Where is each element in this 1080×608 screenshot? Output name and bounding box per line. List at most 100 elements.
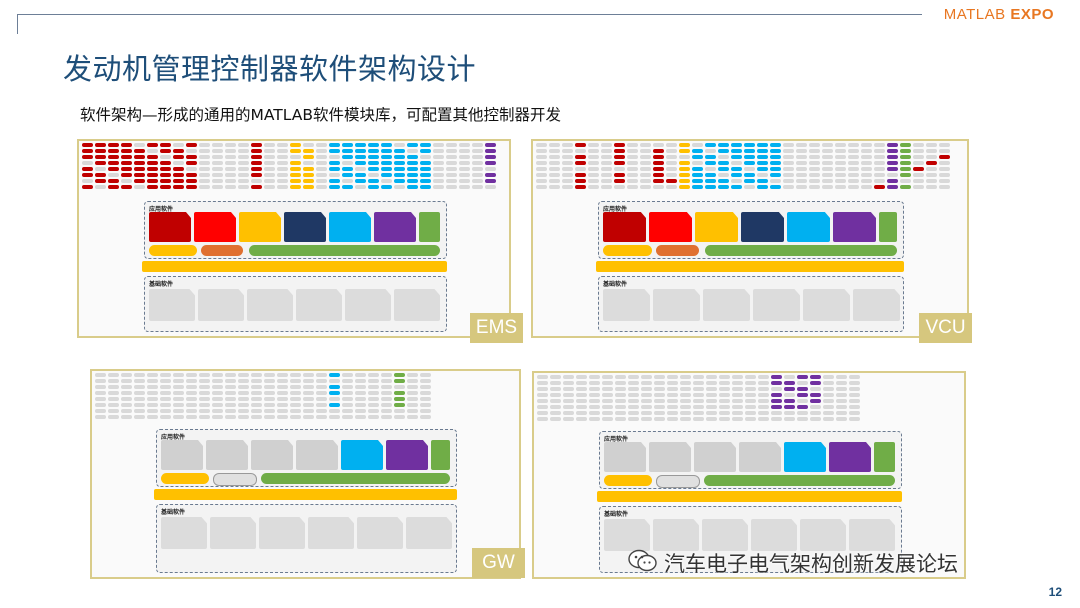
grid-pill xyxy=(718,143,729,147)
grid-pill xyxy=(771,381,782,385)
grid-pill xyxy=(874,173,885,177)
grid-pill xyxy=(732,399,743,403)
grid-pill xyxy=(536,185,547,189)
grid-pill xyxy=(173,143,184,147)
grid-pill xyxy=(705,161,716,165)
grid-pill xyxy=(238,385,249,389)
grid-pill xyxy=(290,167,301,171)
grid-pill xyxy=(420,149,431,153)
grid-pill xyxy=(316,379,327,383)
architecture-panel-4: 应用软件基础软件 xyxy=(532,371,966,579)
grid-pill xyxy=(615,381,626,385)
grid-pill xyxy=(653,155,664,159)
grid-pill xyxy=(537,405,548,409)
grid-pill xyxy=(394,179,405,183)
grid-pill xyxy=(303,143,314,147)
grid-pill xyxy=(900,143,911,147)
grid-pill xyxy=(329,403,340,407)
grid-pill xyxy=(420,415,431,419)
grid-pill xyxy=(303,415,314,419)
grid-pill xyxy=(835,149,846,153)
grid-pill xyxy=(900,161,911,165)
grid-pill xyxy=(381,373,392,377)
grid-pill xyxy=(303,173,314,177)
grid-pill xyxy=(679,167,690,171)
grid-pill xyxy=(887,161,898,165)
grid-pill xyxy=(186,185,197,189)
grid-pill xyxy=(693,375,704,379)
grid-pill xyxy=(121,409,132,413)
grid-pill xyxy=(160,397,171,401)
grid-pill xyxy=(640,161,651,165)
grid-pill xyxy=(368,397,379,401)
grid-pill xyxy=(303,185,314,189)
grid-pill xyxy=(459,161,470,165)
grid-pill xyxy=(926,143,937,147)
grid-pill xyxy=(693,417,704,421)
grid-pill xyxy=(199,143,210,147)
grid-pill xyxy=(342,379,353,383)
grid-pill xyxy=(653,143,664,147)
grid-pill xyxy=(290,143,301,147)
grid-pill xyxy=(640,149,651,153)
grid-pill xyxy=(628,411,639,415)
app-module-green xyxy=(419,212,440,242)
grid-pill xyxy=(446,167,457,171)
grid-pill xyxy=(628,375,639,379)
grid-pill xyxy=(718,179,729,183)
grid-pill xyxy=(329,373,340,377)
grid-pill xyxy=(407,185,418,189)
grid-pill xyxy=(680,399,691,403)
grid-pill xyxy=(329,161,340,165)
rte-bar xyxy=(597,491,902,502)
grid-pill xyxy=(251,385,262,389)
grid-pill xyxy=(784,405,795,409)
grid-pill xyxy=(615,399,626,403)
grid-pill xyxy=(108,415,119,419)
grid-pill xyxy=(173,185,184,189)
grid-pill xyxy=(225,173,236,177)
grid-pill xyxy=(679,173,690,177)
grid-pill xyxy=(121,143,132,147)
grid-pill xyxy=(887,173,898,177)
grid-pill xyxy=(719,417,730,421)
grid-pill xyxy=(887,143,898,147)
grid-pill xyxy=(82,143,93,147)
grid-pill xyxy=(797,375,808,379)
grid-pill xyxy=(836,411,847,415)
grid-pill xyxy=(627,167,638,171)
app-pill-yellow xyxy=(604,475,652,486)
app-module xyxy=(603,212,646,242)
grid-pill xyxy=(913,155,924,159)
grid-pill xyxy=(394,379,405,383)
grid-pill xyxy=(549,149,560,153)
app-module xyxy=(604,442,646,472)
grid-pill xyxy=(835,161,846,165)
grid-pill xyxy=(796,161,807,165)
grid-pill xyxy=(381,397,392,401)
grid-pill xyxy=(95,409,106,413)
grid-pill xyxy=(757,149,768,153)
grid-pill xyxy=(186,179,197,183)
grid-pill xyxy=(290,379,301,383)
grid-pill xyxy=(849,381,860,385)
grid-pill xyxy=(264,373,275,377)
grid-pill xyxy=(666,155,677,159)
grid-pill xyxy=(693,393,704,397)
grid-pill xyxy=(771,417,782,421)
grid-pill xyxy=(835,179,846,183)
grid-pill xyxy=(290,409,301,413)
grid-pill xyxy=(744,173,755,177)
grid-pill xyxy=(160,391,171,395)
grid-pill xyxy=(420,373,431,377)
grid-pill xyxy=(823,417,834,421)
grid-pill xyxy=(549,173,560,177)
grid-pill xyxy=(563,405,574,409)
grid-pill xyxy=(329,143,340,147)
grid-pill xyxy=(588,143,599,147)
rte-bar xyxy=(596,261,904,272)
app-pill xyxy=(656,475,700,488)
grid-pill xyxy=(939,161,950,165)
grid-pill xyxy=(783,173,794,177)
grid-pill xyxy=(381,415,392,419)
